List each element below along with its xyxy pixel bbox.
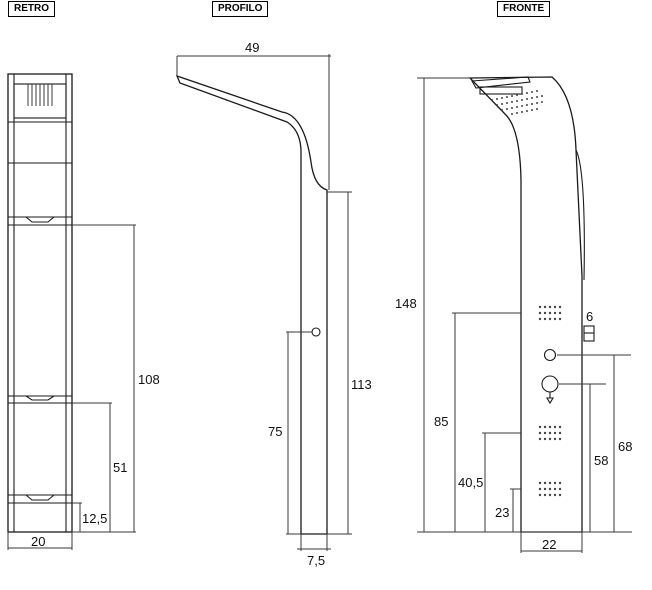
retro-view: 108 51 12,5 20 xyxy=(7,73,160,550)
view-label-retro: RETRO xyxy=(8,1,55,17)
fronte-mixer-dim: 58 xyxy=(594,453,608,468)
fronte-body-jet-mid xyxy=(538,425,562,441)
rain-head-nozzles xyxy=(491,90,543,115)
fronte-diverter-knob xyxy=(543,348,557,362)
fronte-view: 148 85 40,5 23 6 58 68 22 xyxy=(395,76,632,553)
fronte-jets-low-dim: 23 xyxy=(495,505,509,520)
fronte-total-height-dim: 148 xyxy=(395,296,417,311)
fronte-diverter-dim: 68 xyxy=(618,439,632,454)
profilo-view: 49 113 75 7,5 xyxy=(175,40,372,568)
retro-low-height-dim: 12,5 xyxy=(82,511,107,526)
fronte-column-outline xyxy=(468,76,583,533)
retro-panel-outline xyxy=(7,73,73,533)
fronte-outlet-dim: 6 xyxy=(586,309,593,324)
view-label-profilo: PROFILO xyxy=(212,1,269,17)
profilo-control-height-dim: 75 xyxy=(268,424,282,439)
retro-bracket-top xyxy=(8,216,72,226)
retro-total-height-dim: 108 xyxy=(138,372,160,387)
fronte-body-jet-low xyxy=(538,481,562,497)
profilo-depth-dim: 49 xyxy=(245,40,259,55)
retro-mid-height-dim: 51 xyxy=(113,460,127,475)
profilo-thickness-dim: 7,5 xyxy=(307,553,325,568)
retro-head-vents xyxy=(27,84,53,106)
retro-width-dim: 20 xyxy=(31,534,45,549)
fronte-body-jet-top xyxy=(538,305,562,321)
fronte-width-dim: 22 xyxy=(542,537,556,552)
view-label-fronte: FRONTE xyxy=(497,1,551,17)
fronte-rain-head xyxy=(471,76,543,115)
retro-bracket-mid xyxy=(8,395,72,404)
profilo-height-dim: 113 xyxy=(351,377,372,392)
fronte-jets-top-dim: 85 xyxy=(434,414,448,429)
profilo-column-outline xyxy=(175,74,328,535)
fronte-jets-mid-dim: 40,5 xyxy=(458,475,483,490)
retro-bracket-low xyxy=(8,494,72,504)
